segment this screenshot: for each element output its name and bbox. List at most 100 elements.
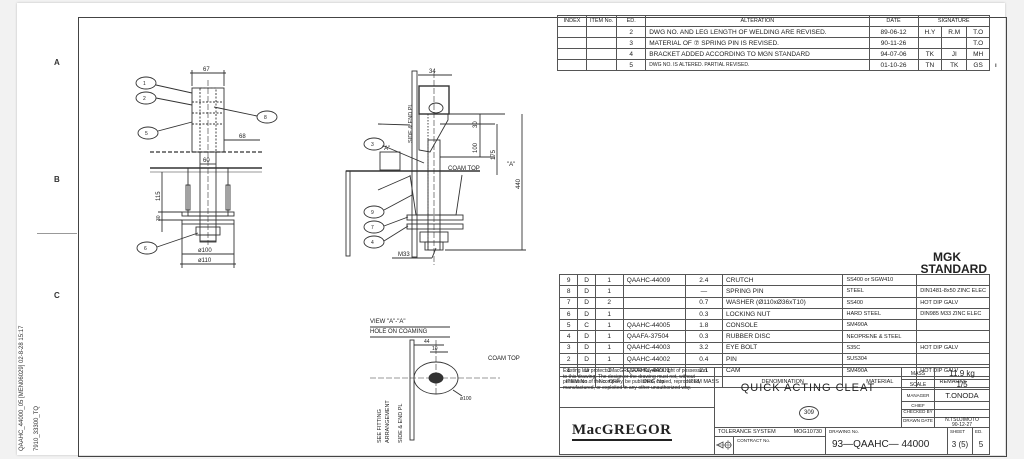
rev-sig: R.M [941, 26, 968, 38]
contract-no-box: CONTRACT No. [733, 436, 826, 455]
dim-175: 175 [491, 149, 497, 160]
rev-alteration: DWG NO. AND LEG LENGTH OF WELDING ARE RE… [645, 26, 870, 38]
bom-rev: D [577, 353, 596, 366]
bom-mass: 2.4 [684, 273, 723, 287]
bom-rev: D [577, 330, 596, 343]
balloon-2: 2 [143, 96, 146, 102]
bom-item-no: 4 [558, 330, 579, 343]
m33-label: M33 [398, 252, 410, 258]
edition-box: ED. 5 [972, 427, 990, 455]
rev-date: 01-10-26 [868, 59, 919, 71]
bom-remarks: DIN1481-8x50 ZINC ELEC [916, 285, 990, 298]
rev-header-item: ITEM No. [585, 15, 618, 27]
rev-header-date: DATE [868, 15, 919, 27]
rev-sig: T.O [966, 37, 990, 49]
side-end-pl-label: SIDE & END PL [408, 104, 414, 143]
section-view [370, 326, 500, 441]
rev-sig [941, 37, 968, 49]
bom-material: S35C [842, 341, 918, 355]
dim-d100: ø100 [198, 248, 212, 254]
bom-material: SUS304 [842, 353, 918, 366]
drawn-date: 90-12-27 [951, 422, 972, 428]
bom-no-off: 1 [594, 341, 624, 355]
dim-115: 115 [156, 191, 162, 201]
dim-60: 60 [203, 158, 210, 164]
drawing-sheet: QAAHC_44000_05 [MEN06029] 02-8-28 15:17 … [17, 3, 1007, 457]
bom-mass: 0.3 [684, 330, 723, 343]
bom-denomination: RUBBER DISC [721, 330, 844, 343]
bom-item-no: 8 [558, 285, 579, 298]
zone-marker-right-a: ı [995, 63, 997, 69]
rev-header-signature: SIGNATURE [917, 15, 991, 27]
bom-rev: D [577, 296, 596, 309]
third-angle-projection-icon [716, 440, 732, 450]
dim-68: 68 [239, 134, 246, 140]
rev-sig: MH [966, 48, 990, 60]
bom-mass: 3.2 [684, 341, 723, 355]
bom-denomination: WASHER (Ø110xØ36xT10) [721, 296, 844, 309]
revision-row: 4 BRACKET ADDED ACCORDING TO MGN STANDAR… [557, 48, 990, 60]
bom-denomination: LOCKING NUT [721, 307, 844, 321]
bom-denomination: SPRING PIN [721, 285, 844, 298]
bom-drg-no [622, 296, 686, 309]
bom-drg-no [622, 285, 686, 298]
bom-mass: 0.4 [684, 353, 723, 366]
balloon-6: 6 [144, 246, 147, 252]
rev-sig: TK [941, 59, 968, 71]
bom-drg-no: QAAHC-44005 [622, 319, 686, 332]
section-side-end-label: SIDE & END PL [398, 404, 404, 443]
drawing-no-label: DRAWING No. [829, 429, 859, 434]
rev-sig: JI [941, 48, 968, 60]
rev-ed: 2 [616, 26, 647, 38]
rev-date: 94-07-06 [868, 48, 919, 60]
copyright-notice: Existing law protects MacGREGOR-Kayaba's… [559, 367, 715, 408]
bom-drg-no: QAAFA-37504 [622, 330, 686, 343]
dim-440: 440 [516, 178, 522, 189]
bom-no-off: 1 [594, 319, 624, 332]
bom-no-off: 1 [594, 330, 624, 343]
bom-remarks: HOT DIP GALV [916, 296, 990, 309]
section-subtitle: HOLE ON COAMING [370, 329, 428, 335]
rev-sig: TK [917, 48, 943, 60]
coam-top-label: COAM TOP [448, 166, 480, 172]
rev-header-index: INDEX [557, 15, 587, 27]
contract-label: CONTRACT No. [737, 438, 771, 443]
dim-67: 67 [203, 67, 210, 73]
see-fitting-label: SEE FITTING [377, 409, 383, 443]
balloon-1: 1 [143, 81, 146, 87]
bom-material: STEEL [842, 285, 918, 298]
dim-34: 34 [429, 69, 436, 75]
rev-sig: T.O [966, 26, 990, 38]
bom-material: SS400 or SGW410 [842, 273, 918, 287]
rev-ed: 3 [616, 37, 647, 49]
bom-material: NEOPRENE & STEEL [842, 330, 918, 343]
rev-sig [917, 37, 943, 49]
arrangement-label: ARRANGEMENT [385, 400, 391, 443]
bom-no-off: 1 [594, 285, 624, 298]
bom-header: ITEM MASS [684, 375, 723, 388]
bom-remarks: HOT DIP GALV [916, 341, 990, 355]
bom-rev: D [577, 341, 596, 355]
bom-header: MATERIAL [842, 375, 918, 388]
bom-drg-no: QAAHC-44003 [622, 341, 686, 355]
rev-header-alteration: ALTERATION [645, 15, 870, 27]
tolerance-label: TOLERANCE SYSTEM [718, 429, 776, 435]
rev-sig: H.Y [917, 26, 943, 38]
circle-number: 309 [799, 406, 819, 420]
rev-date: 90-11-26 [868, 37, 919, 49]
sheet-box: SHEET 3 (5) [947, 427, 973, 455]
bom-drg-no: QAAHC-44002 [622, 353, 686, 366]
rev-date: 89-06-12 [868, 26, 919, 38]
technical-drawing-views: 67 68 60 ø100 ø110 1 2 5 8 6 34 COAM TOP… [135, 67, 526, 443]
bom-rev: D [577, 285, 596, 298]
front-view [135, 70, 278, 268]
zone-marker-c: C [54, 291, 60, 300]
standard-line-1: MGK [933, 250, 961, 264]
bom-item-no: 9 [558, 273, 579, 287]
drawn-label: DRAWN DATE [901, 417, 935, 428]
